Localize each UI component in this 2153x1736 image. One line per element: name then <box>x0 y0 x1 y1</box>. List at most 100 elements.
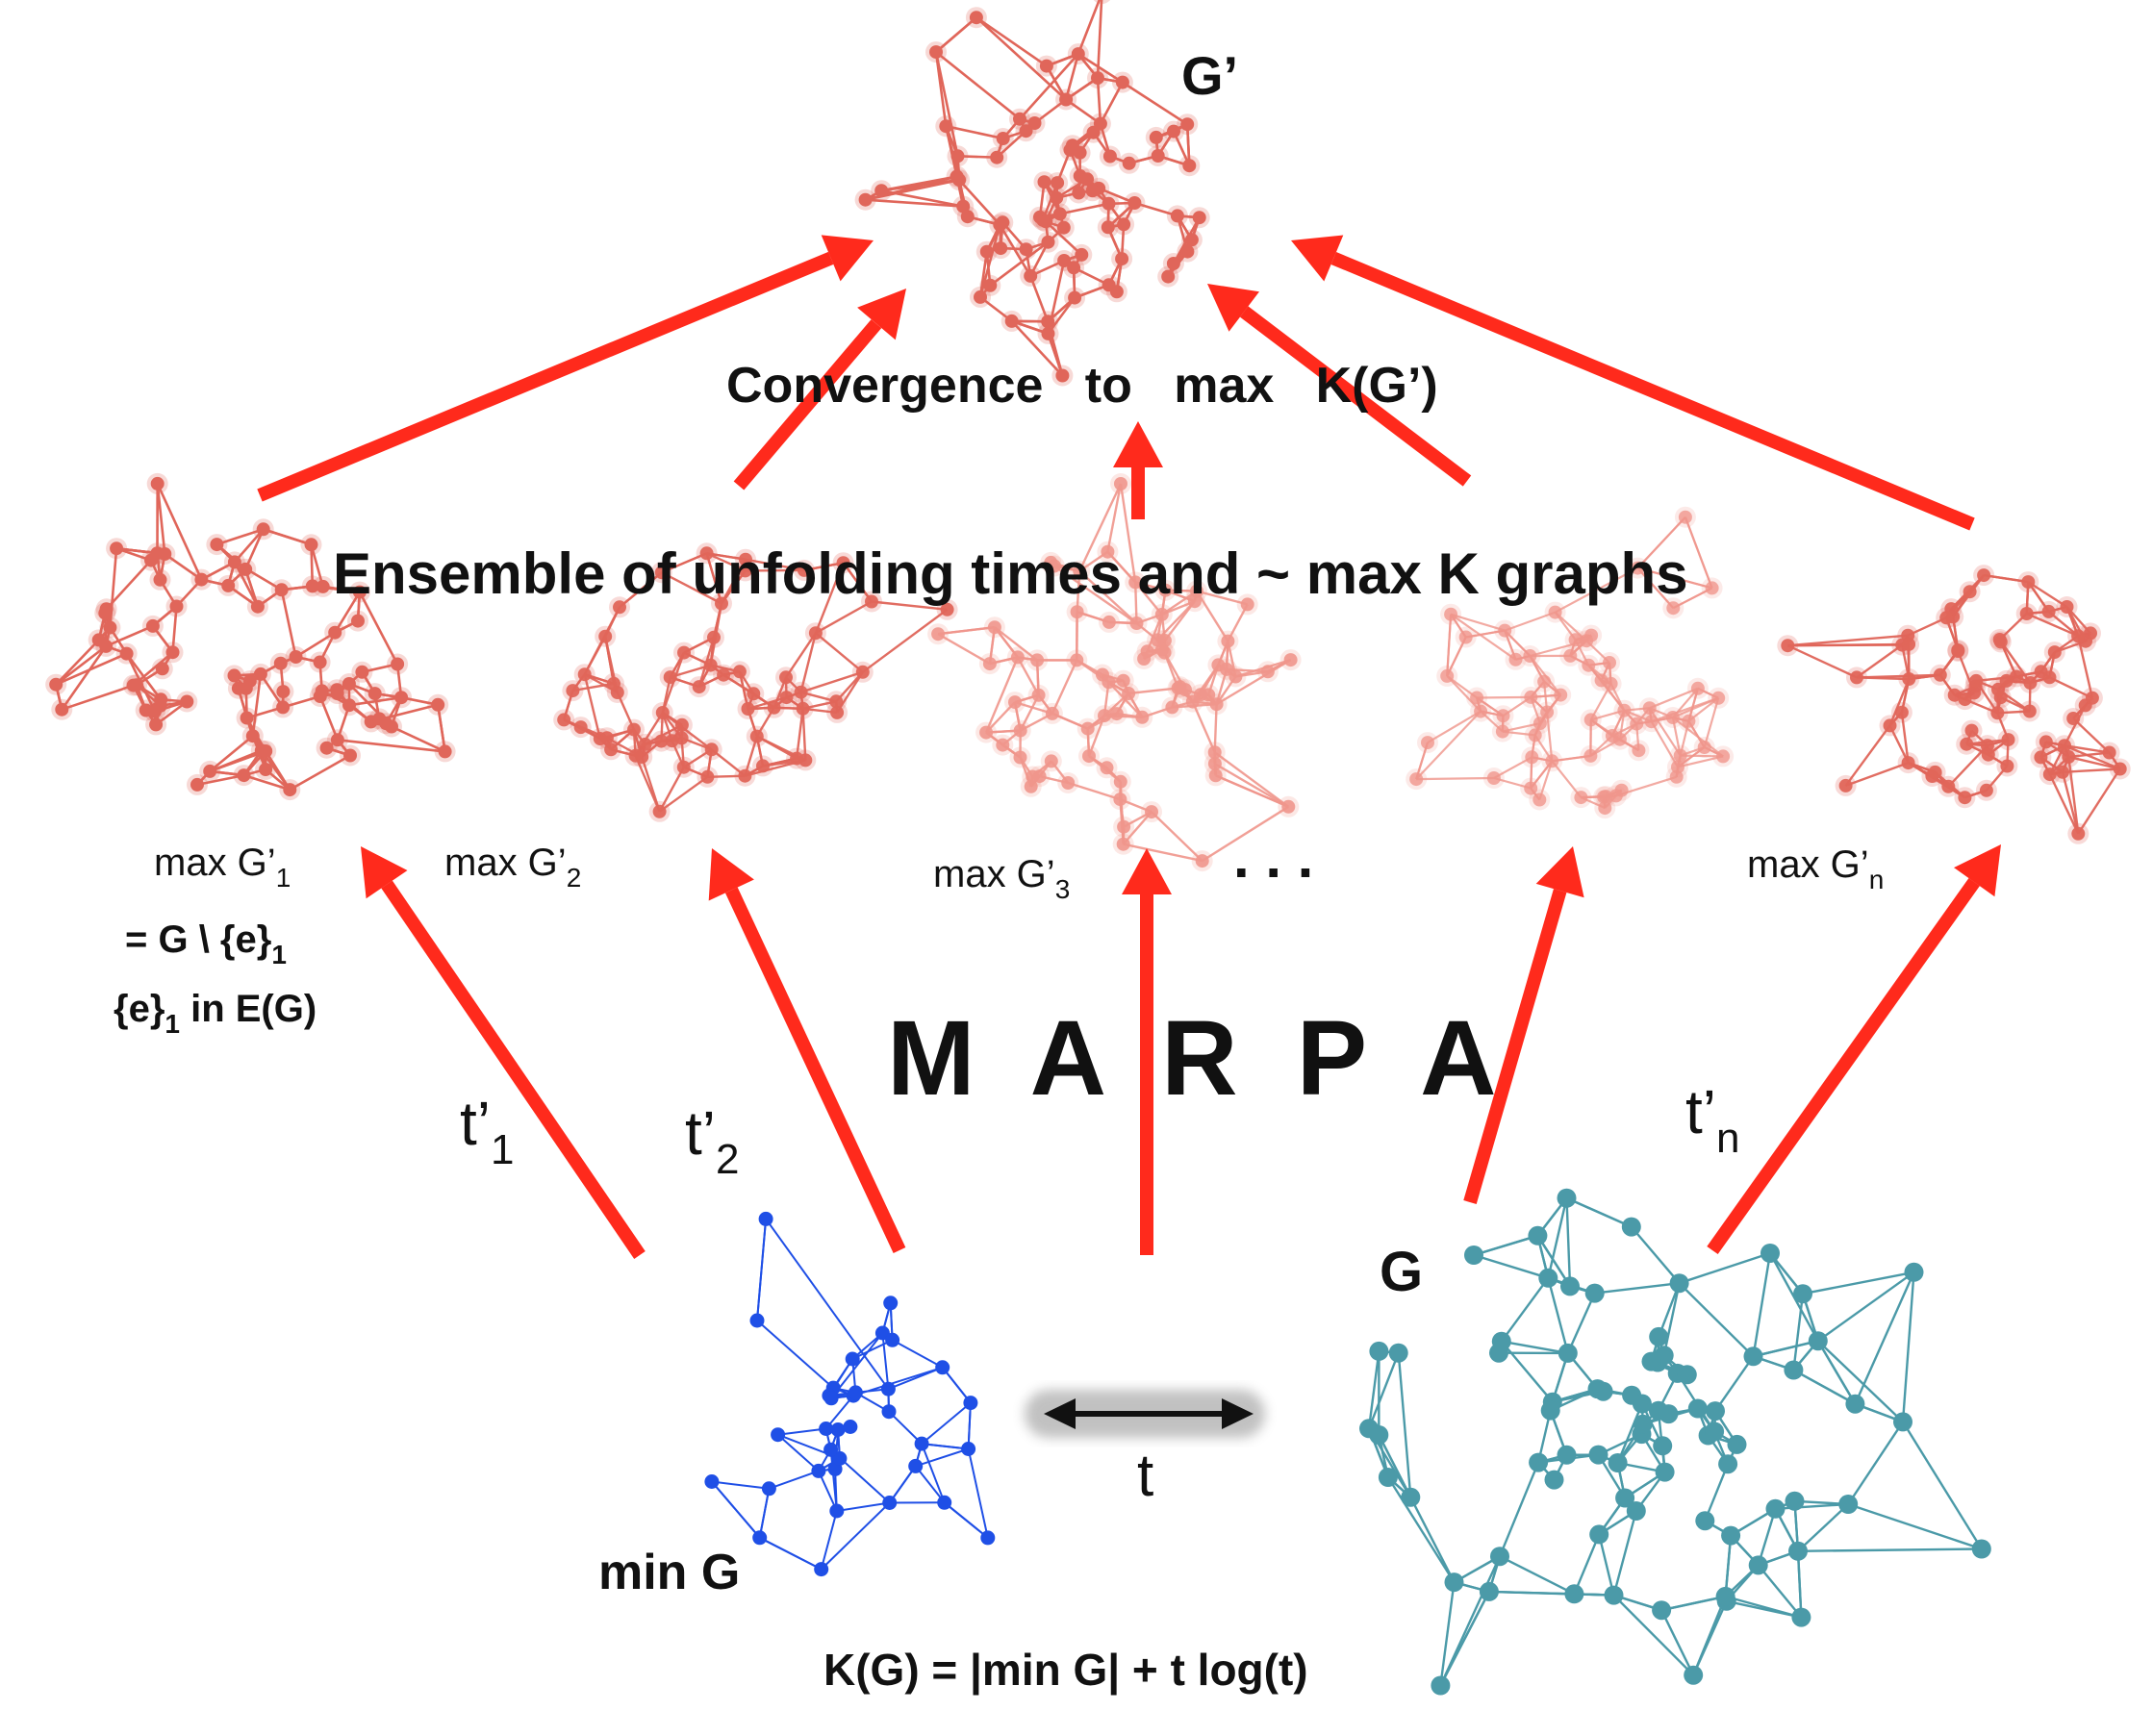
graph-node <box>1884 718 1897 732</box>
graph-node <box>2000 760 2014 773</box>
graph-node <box>1185 233 1199 246</box>
graph-node <box>704 1474 719 1489</box>
graph-node <box>819 1422 833 1436</box>
graph-node <box>2023 705 2037 718</box>
graph-node <box>1706 1401 1725 1421</box>
graph-edge <box>778 1435 819 1472</box>
graph-node <box>1379 1468 1398 1487</box>
graph-node <box>1498 624 1511 638</box>
graph-node <box>1459 631 1473 644</box>
graph-node <box>257 522 270 536</box>
graph-node <box>1070 653 1083 667</box>
graph-node <box>1020 242 1033 256</box>
graph-node <box>343 749 357 763</box>
graph-node <box>1117 217 1130 231</box>
graph-node <box>306 579 319 592</box>
graph-node <box>1094 117 1107 131</box>
graph-node <box>939 119 952 133</box>
graph-edge <box>1502 1342 1568 1353</box>
graph-node <box>1656 1463 1675 1482</box>
graph-node <box>1444 608 1457 621</box>
graph-node <box>797 702 810 716</box>
graph-node <box>951 149 965 163</box>
graph-node <box>2039 735 2053 748</box>
max-g2-label: max G’2 <box>444 842 581 893</box>
graph-node <box>1645 715 1659 728</box>
graph-edge <box>1500 1556 1574 1594</box>
graph-node <box>1963 585 1977 598</box>
graph-node <box>733 665 747 678</box>
graph-node <box>2000 674 2014 688</box>
graph-node <box>1564 1584 1583 1603</box>
graph-node <box>1549 606 1562 619</box>
graph-node <box>203 765 216 778</box>
formula-label: K(G) = |min G| + t log(t) <box>823 1645 1308 1695</box>
graph-node <box>979 726 993 740</box>
max-gn-graph <box>1777 565 2130 844</box>
graph-node <box>1895 706 1909 719</box>
graph-node <box>980 1530 995 1545</box>
graph-node <box>759 1212 773 1226</box>
graph-node <box>1024 269 1037 283</box>
graph-node <box>1114 477 1127 491</box>
graph-node <box>1102 675 1115 689</box>
max-g3-graph <box>927 473 1302 871</box>
graph-node <box>882 1496 897 1510</box>
graph-edge <box>778 1429 826 1435</box>
graph-node <box>1145 805 1158 818</box>
graph-node <box>1221 635 1234 648</box>
graph-node <box>1850 670 1863 684</box>
graph-node <box>811 1464 825 1478</box>
graph-node <box>656 706 670 719</box>
graph-node <box>1497 709 1510 722</box>
graph-node <box>1068 291 1081 305</box>
graph-node <box>604 742 618 756</box>
graph-node <box>578 667 592 681</box>
g-prime-graph <box>855 0 1210 386</box>
graph-node <box>1972 1540 1991 1559</box>
graph-node <box>158 547 171 561</box>
red-arrow <box>709 848 899 1250</box>
graph-node <box>1632 743 1645 757</box>
graph-edge <box>922 1444 945 1502</box>
graph-node <box>240 682 253 695</box>
graph-node <box>1014 751 1027 765</box>
graph-node <box>238 768 251 782</box>
graph-node <box>331 733 344 746</box>
graph-node <box>1431 1676 1450 1696</box>
graph-node <box>210 538 223 551</box>
graph-node <box>1042 236 1055 249</box>
graph-node <box>99 640 113 653</box>
graph-node <box>156 662 169 675</box>
graph-edge <box>1568 1294 1595 1353</box>
graph-node <box>935 1360 950 1374</box>
graph-node <box>1781 639 1794 652</box>
graph-node <box>372 712 386 725</box>
convergence-label: Convergence to max K(G’) <box>726 358 1438 414</box>
graph-edge <box>1416 778 1494 779</box>
graph-node <box>1113 793 1127 806</box>
graph-node <box>1116 76 1129 89</box>
graph-node <box>629 749 643 763</box>
graph-node <box>1150 131 1163 144</box>
graph-edge <box>1489 1592 1614 1596</box>
graph-node <box>771 1427 785 1442</box>
graph-node <box>1941 780 1955 793</box>
graph-node <box>1934 668 1947 682</box>
graph-node <box>1652 1600 1671 1620</box>
graph-node <box>1072 187 1085 200</box>
graph-node <box>1524 691 1537 704</box>
graph-node <box>1541 1401 1560 1421</box>
graph-node <box>1766 1499 1786 1519</box>
graph-node <box>1110 707 1124 720</box>
graph-node <box>1033 769 1047 783</box>
graph-node <box>1615 1489 1634 1508</box>
graph-node <box>1409 772 1423 786</box>
graph-node <box>1103 150 1117 164</box>
graph-node <box>1744 1346 1763 1366</box>
graph-node <box>283 783 296 796</box>
graph-edge <box>1152 812 1203 861</box>
graph-node <box>1067 261 1080 274</box>
graph-node <box>1711 692 1725 705</box>
